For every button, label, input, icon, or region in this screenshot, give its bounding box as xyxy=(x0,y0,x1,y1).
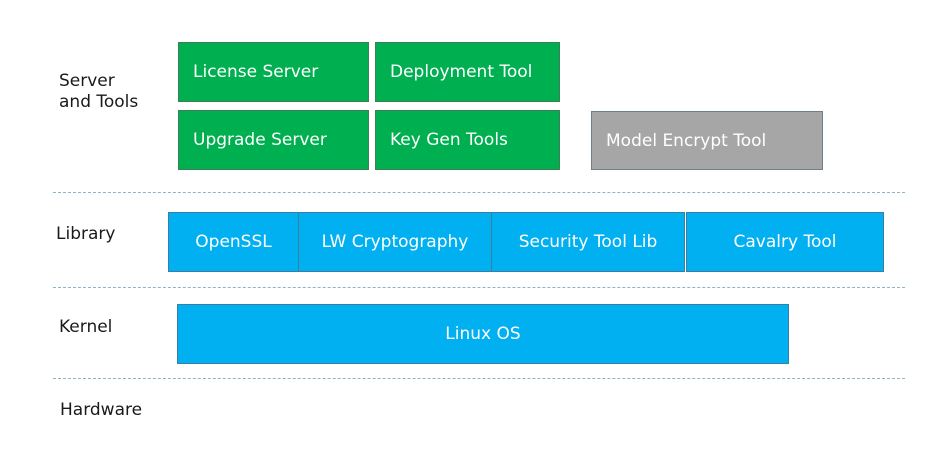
linux-os-label: Linux OS xyxy=(445,324,521,344)
security-tool-lib-box: Security Tool Lib xyxy=(491,212,685,272)
layer-label-kernel: Kernel xyxy=(59,317,113,337)
divider-kernel-hardware xyxy=(53,378,905,379)
layer-label-library: Library xyxy=(56,224,116,244)
upgrade-server-label: Upgrade Server xyxy=(193,130,327,150)
key-gen-tools-box: Key Gen Tools xyxy=(375,110,560,170)
lw-cryptography-box: LW Cryptography xyxy=(298,212,492,272)
cavalry-tool-label: Cavalry Tool xyxy=(733,232,837,252)
upgrade-server-box: Upgrade Server xyxy=(178,110,369,170)
deployment-tool-label: Deployment Tool xyxy=(390,62,533,82)
openssl-box: OpenSSL xyxy=(168,212,299,272)
model-encrypt-tool-label: Model Encrypt Tool xyxy=(606,130,767,151)
layer-label-hardware: Hardware xyxy=(60,400,143,420)
divider-server-library xyxy=(53,192,905,193)
deployment-tool-box: Deployment Tool xyxy=(375,42,560,102)
layer-label-server-tools: Server and Tools xyxy=(59,71,139,112)
linux-os-box: Linux OS xyxy=(177,304,789,364)
license-server-label: License Server xyxy=(193,62,319,82)
openssl-label: OpenSSL xyxy=(195,232,272,252)
cavalry-tool-box: Cavalry Tool xyxy=(686,212,884,272)
license-server-box: License Server xyxy=(178,42,369,102)
security-tool-lib-label: Security Tool Lib xyxy=(518,232,658,252)
model-encrypt-tool-box: Model Encrypt Tool xyxy=(591,111,823,170)
lw-cryptography-label: LW Cryptography xyxy=(321,232,469,252)
divider-library-kernel xyxy=(53,287,905,288)
key-gen-tools-label: Key Gen Tools xyxy=(390,130,508,150)
